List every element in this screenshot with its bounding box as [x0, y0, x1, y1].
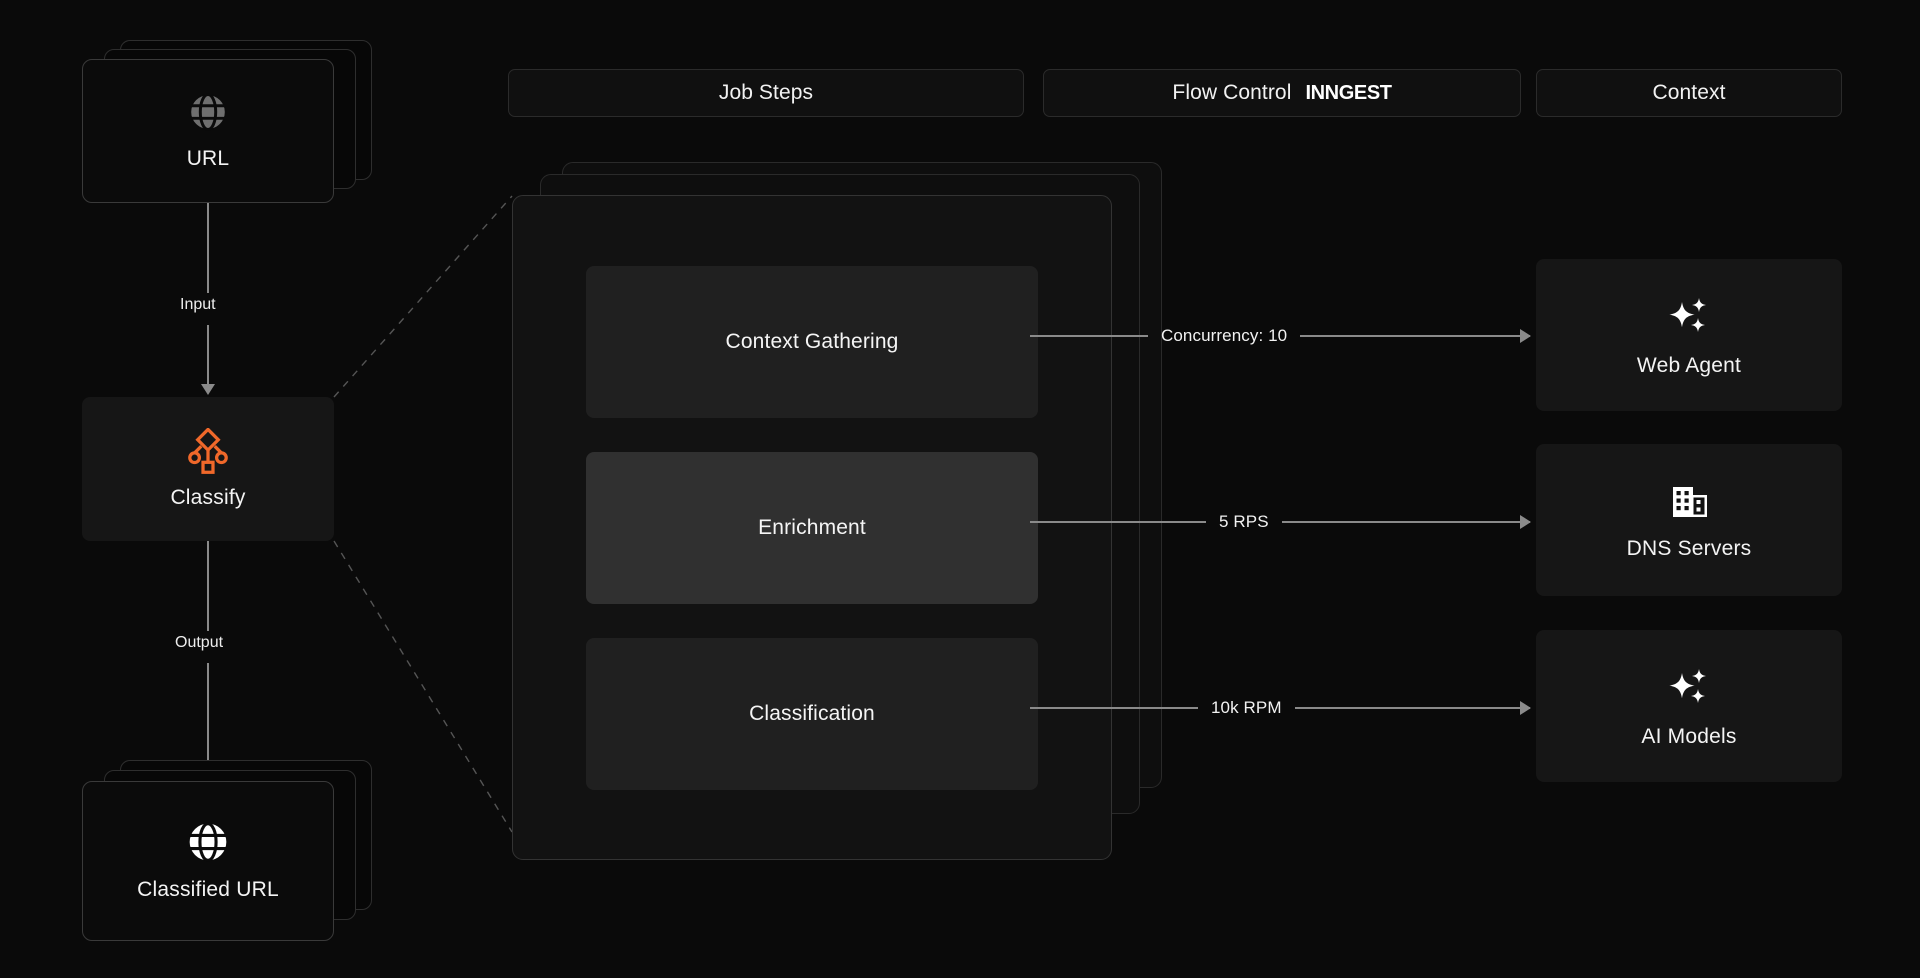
- flow-label-rps: 5 RPS: [1219, 512, 1269, 531]
- context-card-label: AI Models: [1641, 725, 1737, 748]
- output-card-stack[interactable]: Classified URL: [82, 760, 372, 950]
- edge-output-line-bottom: [207, 663, 209, 767]
- edge-input-line-bottom: [207, 325, 209, 385]
- context-card-label: Web Agent: [1636, 354, 1742, 377]
- flow-arrowhead-icon: [1520, 515, 1531, 529]
- section-header-context[interactable]: Context: [1536, 69, 1842, 117]
- job-panel-layer-front[interactable]: Context Gathering Enrichment Classificat…: [512, 195, 1112, 860]
- flow-line-left: [1030, 521, 1206, 523]
- edge-input-line-top: [207, 203, 209, 295]
- context-card-web-agent[interactable]: Web Agent: [1536, 259, 1842, 411]
- workflow-icon: [185, 428, 231, 474]
- classify-node-label: Classify: [170, 486, 246, 509]
- job-step-context-gathering[interactable]: Context Gathering: [586, 265, 1038, 418]
- section-header-job-steps-label: Job Steps: [718, 81, 814, 104]
- edge-input-label: Input: [172, 293, 224, 317]
- edge-output-label: Output: [167, 631, 232, 655]
- flow-connector-concurrency: Concurrency: 10: [1030, 324, 1531, 348]
- context-card-ai-models[interactable]: AI Models: [1536, 630, 1842, 782]
- classify-node[interactable]: Classify: [82, 397, 334, 541]
- sparkles-icon: [1664, 663, 1714, 713]
- flow-arrowhead-icon: [1520, 701, 1531, 715]
- section-header-flow-control-label: Flow Control: [1172, 81, 1292, 104]
- globe-icon: [187, 91, 229, 133]
- flow-line-right: [1281, 515, 1531, 529]
- flow-line-right: [1294, 701, 1531, 715]
- flow-connector-rpm: 10k RPM: [1030, 696, 1531, 720]
- section-header-context-label: Context: [1652, 81, 1726, 104]
- job-step-enrichment[interactable]: Enrichment: [586, 451, 1038, 604]
- job-steps-panel-stack[interactable]: Context Gathering Enrichment Classificat…: [512, 162, 1172, 860]
- edge-input-arrowhead: [201, 384, 215, 395]
- context-card-dns-servers[interactable]: DNS Servers: [1536, 444, 1842, 596]
- flow-line-left: [1030, 707, 1198, 709]
- sparkles-icon: [1664, 292, 1714, 342]
- flow-arrowhead-icon: [1520, 329, 1531, 343]
- context-card-label: DNS Servers: [1626, 537, 1752, 560]
- flow-line-right: [1300, 329, 1531, 343]
- globe-icon: [186, 820, 230, 864]
- output-card[interactable]: Classified URL: [82, 781, 334, 941]
- output-card-label: Classified URL: [137, 878, 279, 901]
- section-header-job-steps[interactable]: Job Steps: [508, 69, 1024, 117]
- section-header-flow-control[interactable]: Flow Control INNGEST: [1043, 69, 1521, 117]
- job-step-classification[interactable]: Classification: [586, 637, 1038, 790]
- edge-output-line-top: [207, 541, 209, 633]
- flow-label-rpm: 10k RPM: [1211, 698, 1282, 717]
- flow-line-left: [1030, 335, 1148, 337]
- flow-label-concurrency: Concurrency: 10: [1161, 326, 1288, 345]
- flow-connector-rps: 5 RPS: [1030, 510, 1531, 534]
- input-card-stack[interactable]: URL: [82, 40, 372, 220]
- building-icon: [1666, 479, 1712, 525]
- input-card[interactable]: URL: [82, 59, 334, 203]
- input-card-label: URL: [186, 147, 230, 170]
- inngest-logo-wordmark: INNGEST: [1305, 82, 1392, 104]
